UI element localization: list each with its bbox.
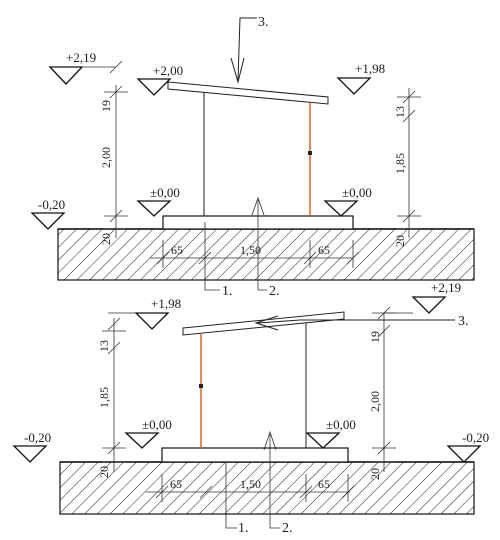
bottom-section: 3. +1,98 +2,19 ±0,00 ±0,00 -0,20 -0,20 1… bbox=[12, 280, 489, 536]
top-level-marker-right-top bbox=[336, 77, 372, 95]
top-post-marker bbox=[308, 151, 312, 155]
bottom-right-dim-tick bbox=[377, 324, 391, 338]
bottom-left-small-dim: 13 bbox=[97, 340, 111, 352]
bottom-level-marker-right-zero bbox=[305, 432, 341, 449]
top-span-mid: 1,50 bbox=[240, 243, 261, 257]
top-left-dim-tick bbox=[109, 60, 123, 74]
top-right-height-dim: 1,85 bbox=[393, 153, 407, 174]
top-right-dim-tick bbox=[402, 209, 416, 223]
bottom-base-left-dim: 20 bbox=[97, 466, 111, 478]
top-left-small-dim: 19 bbox=[99, 100, 113, 112]
top-span-tick bbox=[198, 251, 212, 265]
top-right-dim-tick bbox=[402, 90, 416, 104]
bottom-level-right-zero: ±0,00 bbox=[326, 417, 356, 432]
bottom-span-left: 65 bbox=[170, 477, 182, 491]
bottom-callout-2: 2. bbox=[282, 521, 293, 536]
top-right-dim-tick bbox=[402, 109, 416, 123]
top-base-left-dim: 20 bbox=[99, 233, 113, 245]
bottom-right-height-dim: 2,00 bbox=[368, 391, 382, 412]
top-level-right-top: +1,98 bbox=[355, 61, 385, 76]
top-ground-slab bbox=[57, 228, 475, 281]
top-section: 3. +2,19 +2,00 +1,98 ±0,00 ±0,00 -0,20 1… bbox=[30, 15, 475, 299]
bottom-callout-1: 1. bbox=[238, 521, 249, 536]
top-callout-3-label: 3. bbox=[258, 15, 269, 30]
top-span-left: 65 bbox=[171, 243, 183, 257]
top-callout-3-leader bbox=[237, 17, 257, 81]
top-right-small-dim: 13 bbox=[393, 106, 407, 118]
top-span-tick bbox=[156, 251, 170, 265]
bottom-left-height-dim: 1,85 bbox=[97, 387, 111, 408]
bottom-span-tick bbox=[341, 485, 355, 499]
bottom-base-plate bbox=[161, 447, 349, 463]
bottom-left-dim-tick bbox=[107, 317, 121, 331]
bottom-left-dim-tick bbox=[107, 441, 121, 455]
bottom-span-tick bbox=[299, 485, 313, 499]
top-callout-2: 2. bbox=[269, 284, 280, 299]
bottom-level-left-top: +1,98 bbox=[151, 296, 181, 311]
top-level-far-left-top: +2,19 bbox=[66, 50, 96, 65]
bottom-level-marker-far-left-bottom bbox=[12, 445, 48, 463]
top-level-marker-left-zero bbox=[136, 200, 172, 217]
bottom-callout-3-arrowhead bbox=[254, 315, 279, 331]
top-roof-panel bbox=[167, 81, 329, 105]
top-callout-2-leader bbox=[257, 286, 267, 291]
bottom-post-marker bbox=[199, 384, 203, 388]
bottom-span-tick bbox=[155, 485, 169, 499]
bottom-callout-3-leader bbox=[257, 319, 455, 324]
top-center-arrowhead bbox=[251, 196, 265, 216]
top-span-tick bbox=[346, 251, 360, 265]
top-level-left-top: +2,00 bbox=[153, 63, 183, 78]
top-level-left-zero: ±0,00 bbox=[150, 185, 180, 200]
top-level-far-left-bottom: -0,20 bbox=[38, 197, 65, 212]
top-left-dim-tick bbox=[109, 209, 123, 223]
top-callout-3-arrowhead bbox=[230, 57, 245, 84]
bottom-base-right-dim: 20 bbox=[368, 468, 382, 480]
top-base-right-dim: 20 bbox=[393, 235, 407, 247]
bottom-right-dim-tick bbox=[377, 306, 391, 320]
bottom-callout-1-leader bbox=[225, 524, 237, 529]
top-callout-1-leader bbox=[204, 286, 220, 291]
bottom-ground-slab bbox=[59, 461, 475, 515]
top-level-marker-right-zero bbox=[323, 200, 359, 217]
top-span-tick bbox=[303, 251, 317, 265]
bottom-left-dim-tick bbox=[107, 341, 121, 355]
top-left-dim-tick bbox=[109, 85, 123, 99]
top-level-marker-far-left-top bbox=[48, 66, 84, 85]
bottom-level-marker-left-zero bbox=[124, 432, 160, 449]
bottom-right-dim-tick bbox=[377, 441, 391, 455]
bottom-roof-panel bbox=[182, 311, 345, 336]
bottom-level-far-right-bottom: -0,20 bbox=[462, 430, 489, 445]
bottom-level-far-left-bottom: -0,20 bbox=[24, 430, 51, 445]
bottom-center-arrowhead bbox=[263, 430, 277, 451]
top-left-height-dim: 2,00 bbox=[99, 147, 113, 168]
top-callout-1: 1. bbox=[222, 284, 233, 299]
bottom-callout-2-leader bbox=[269, 520, 280, 529]
top-level-right-zero: ±0,00 bbox=[342, 185, 372, 200]
bottom-level-marker-left-top bbox=[134, 312, 170, 330]
bottom-level-marker-right-top bbox=[411, 296, 447, 314]
top-level-marker-left-top bbox=[136, 78, 172, 96]
bottom-callout-3-label: 3. bbox=[458, 314, 469, 329]
bottom-level-right-top: +2,19 bbox=[431, 280, 461, 295]
bottom-span-right: 65 bbox=[318, 477, 330, 491]
top-level-marker-far-left-bottom bbox=[30, 212, 66, 230]
bottom-right-small-dim: 19 bbox=[368, 331, 382, 343]
bottom-level-left-zero: ±0,00 bbox=[142, 417, 172, 432]
bottom-level-marker-far-right-bottom bbox=[446, 445, 482, 463]
top-span-right: 65 bbox=[318, 243, 330, 257]
bottom-span-mid: 1,50 bbox=[240, 477, 261, 491]
bottom-span-tick bbox=[199, 485, 213, 499]
